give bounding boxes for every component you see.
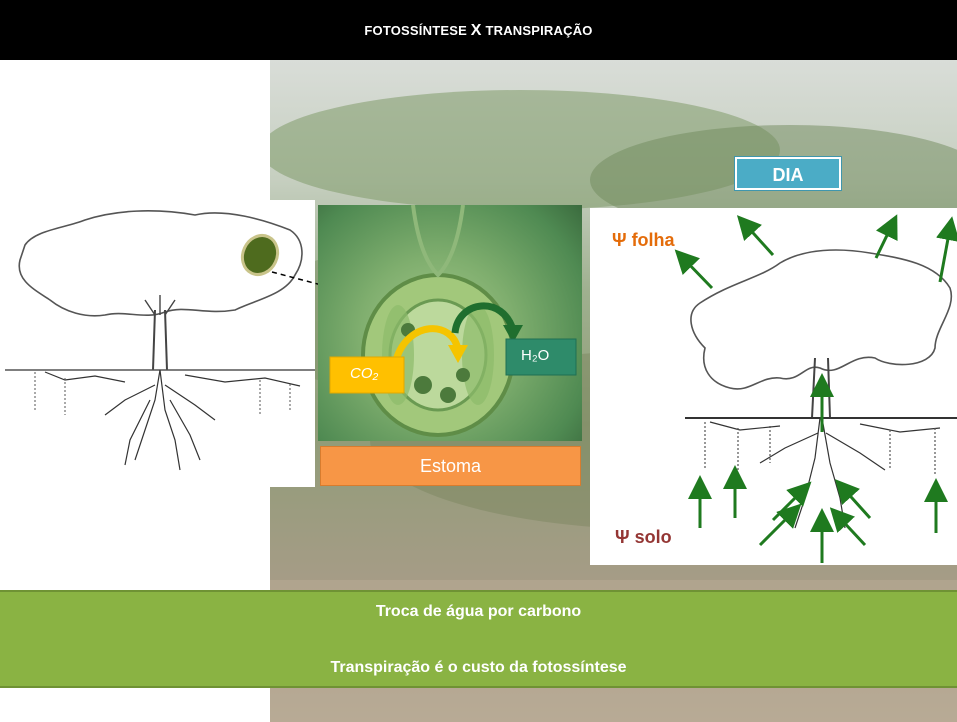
banner-line-2: Transpiração é o custo da fotossíntese — [330, 659, 627, 676]
title-x: X — [470, 22, 482, 39]
banner-line-1: Troca de água por carbono — [375, 603, 582, 620]
leaf-water-potential-label: Ψ folha — [612, 230, 675, 250]
estoma-label-box: Estoma — [320, 446, 581, 486]
slide-title: FOTOSSÍNTESE X TRANSPIRAÇÃO — [0, 0, 957, 60]
title-part2: TRANSPIRAÇÃO — [481, 23, 593, 38]
day-label: DIA — [772, 165, 804, 185]
summary-banner — [0, 590, 957, 688]
stoma-micrograph: CO₂ H₂O — [318, 205, 582, 441]
tree-illustration-right — [590, 208, 957, 565]
co2-label: CO₂ — [350, 365, 379, 382]
tree-illustration-left — [5, 200, 315, 487]
day-label-box: DIA — [735, 157, 841, 190]
h2o-label: H₂O — [521, 347, 550, 364]
title-part1: FOTOSSÍNTESE — [364, 23, 471, 38]
soil-water-potential-label: Ψ solo — [615, 527, 672, 547]
estoma-label: Estoma — [419, 456, 482, 476]
